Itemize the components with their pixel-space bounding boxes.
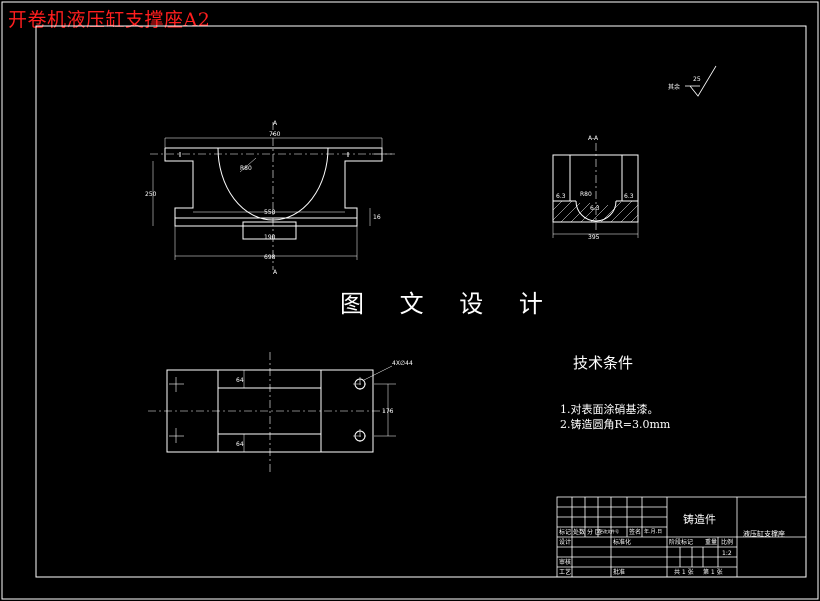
tb-zone: 分 区 xyxy=(587,529,601,536)
tb-mark: 标记 xyxy=(559,529,572,536)
requirement-item: 2.铸造圆角R=3.0mm xyxy=(560,418,671,431)
tb-process: 工艺 xyxy=(559,569,572,576)
section-mark-bottom: A xyxy=(273,269,278,276)
front-dim-top-width: 760 xyxy=(269,131,281,138)
tb-sheets: 共 1 张 xyxy=(674,569,694,576)
plan-dim-top: 64 xyxy=(236,377,244,384)
section-dims xyxy=(552,222,639,238)
tb-weight: 重量 xyxy=(705,539,718,546)
section-radius: R80 xyxy=(580,191,592,198)
front-dim-base-width: 698 xyxy=(264,254,276,261)
center-watermark-label: 图 文 设 计 xyxy=(340,290,557,318)
section-rough-center: 6.3 xyxy=(590,205,600,212)
title-block xyxy=(556,496,807,578)
tb-signature: 签名 xyxy=(629,529,642,536)
section-hatch xyxy=(552,200,639,223)
plan-dim-holes: 4X∅44 xyxy=(392,360,413,367)
plan-dim-side: 176 xyxy=(382,408,394,415)
title-block-part-name: 液压缸支撑座 xyxy=(743,530,785,538)
front-view xyxy=(164,147,383,240)
tb-stage: 阶段标记 xyxy=(669,539,694,546)
tb-design: 设计 xyxy=(559,539,572,546)
roughness-symbol xyxy=(685,65,717,97)
section-dim-width: 395 xyxy=(588,234,600,241)
inner-frame xyxy=(35,25,807,578)
tb-review: 审核 xyxy=(559,559,572,566)
requirements-title: 技术条件 xyxy=(573,354,634,372)
plan-centerlines xyxy=(148,352,390,472)
title-block-material: 铸造件 xyxy=(683,513,716,526)
front-dim-radius: R80 xyxy=(240,165,252,172)
tb-approve: 批准 xyxy=(613,569,626,576)
tb-sheet: 第 1 张 xyxy=(703,569,723,576)
plan-crosses xyxy=(169,377,184,443)
tb-scale: 1:2 xyxy=(722,550,732,557)
plan-dims xyxy=(243,365,396,452)
roughness-prefix: 其余 xyxy=(668,83,680,91)
front-dim-inner-width: 558 xyxy=(264,209,276,216)
tb-count: 处数 xyxy=(573,529,586,536)
tb-doc-no: 更改文件号 xyxy=(599,529,619,534)
roughness-value: 25 xyxy=(693,76,701,83)
section-rough-left: 6.3 xyxy=(556,193,566,200)
front-view-centerline xyxy=(150,122,395,270)
tb-date: 年.月.日 xyxy=(644,529,663,535)
tb-standard: 标准化 xyxy=(613,539,632,546)
section-mark-top: A xyxy=(273,120,278,127)
tb-scale-label: 比例 xyxy=(721,539,734,546)
front-dim-height: 250 xyxy=(145,191,157,198)
section-view-label: A-A xyxy=(588,135,599,142)
front-view-dims xyxy=(152,137,392,260)
front-dim-foot: 16 xyxy=(373,214,381,221)
section-rough-right: 6.3 xyxy=(624,193,634,200)
front-dim-slot: 190 xyxy=(264,234,276,241)
requirement-item: 1.对表面涂硝基漆。 xyxy=(560,403,659,416)
plan-dim-bottom: 64 xyxy=(236,441,244,448)
